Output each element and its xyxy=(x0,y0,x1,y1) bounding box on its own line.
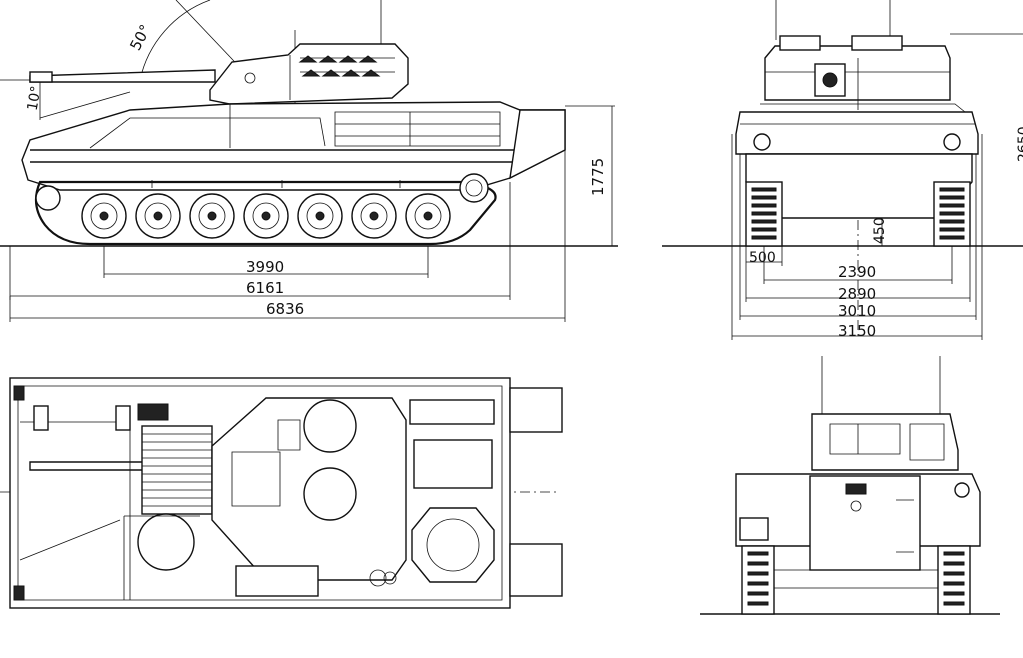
top-trim-box-2 xyxy=(509,543,563,597)
top-light-left-1 xyxy=(33,405,49,431)
top-hatch-gunner xyxy=(303,467,357,521)
rear-turret xyxy=(811,413,959,471)
top-vent-2 xyxy=(383,571,397,585)
top-driver-periscope xyxy=(123,515,200,600)
front-hull-upper xyxy=(740,103,975,125)
front-track-right xyxy=(933,181,971,247)
rear-lower-hull xyxy=(773,569,939,589)
front-track-width: 500 xyxy=(749,250,776,266)
top-rear-hatch xyxy=(411,507,495,583)
rear-turret-detail xyxy=(829,423,945,461)
dim-hull-length-line xyxy=(9,182,511,300)
top-vent-1 xyxy=(369,569,387,587)
top-view xyxy=(0,377,563,609)
top-stowage-3 xyxy=(235,565,319,597)
side-track xyxy=(34,180,497,246)
top-corner-light-2 xyxy=(13,585,25,601)
top-grille-slats xyxy=(142,433,212,507)
dim-track-contact: 3990 xyxy=(246,258,284,276)
front-partial-height: 2650 xyxy=(1016,126,1023,162)
side-height-label: 1775 xyxy=(589,158,607,196)
dim-overall-width-line xyxy=(731,134,983,340)
rear-antennas xyxy=(821,356,941,420)
side-height-dim xyxy=(565,105,615,246)
rear-door-handle xyxy=(850,500,862,512)
top-light-left-2 xyxy=(115,405,131,431)
front-gun-muzzle xyxy=(822,72,838,88)
top-stowage-1 xyxy=(409,399,495,425)
depression-label: 10° xyxy=(25,85,45,112)
rear-track-right xyxy=(937,545,971,615)
side-trim-vane xyxy=(509,109,566,180)
side-gun-barrel xyxy=(29,69,216,83)
dim-track-contact-line xyxy=(103,246,429,278)
top-grille-small xyxy=(137,403,169,421)
rear-track-left xyxy=(739,517,775,615)
dim-hull-width-line xyxy=(739,154,977,320)
front-hull xyxy=(735,111,979,155)
top-rear-hatch-inner xyxy=(426,518,480,572)
rear-door-window xyxy=(845,483,867,495)
rear-door-hinges xyxy=(896,499,914,553)
top-hatch-commander xyxy=(303,399,357,453)
top-engine-grille xyxy=(141,425,213,515)
dim-overall-length-line xyxy=(9,150,566,322)
front-antennas xyxy=(775,0,891,40)
side-turret-pivot xyxy=(244,72,256,84)
rear-light-right xyxy=(954,482,970,498)
depression-ray xyxy=(0,79,131,119)
side-turret-smoke-launchers xyxy=(298,55,381,77)
dim-track-centers: 2390 xyxy=(838,263,876,281)
front-clearance-label: 450 xyxy=(872,217,888,244)
front-turret-hatch-right xyxy=(851,35,903,51)
side-view: 50° 10° xyxy=(0,0,618,322)
elevation-label: 50° xyxy=(126,22,154,54)
elevation-arc xyxy=(139,0,211,81)
side-hull-panels xyxy=(89,104,501,149)
dim-track-outer-line xyxy=(745,246,971,302)
top-driver-hatch xyxy=(137,513,195,571)
side-road-wheels xyxy=(81,193,451,239)
dim-hull-length: 6161 xyxy=(246,279,284,297)
side-hull-decking xyxy=(30,149,515,163)
side-muzzle xyxy=(29,71,53,83)
front-headlight-left xyxy=(753,133,771,151)
front-turret-detail xyxy=(765,58,950,100)
top-turret-detail xyxy=(231,419,301,507)
side-idler-sprocket xyxy=(35,173,489,211)
front-view: 450 500 2390 2890 3010 3150 2650 xyxy=(662,0,1023,340)
top-corner-light-1 xyxy=(13,385,25,401)
front-turret xyxy=(764,45,951,101)
dim-overall-length: 6836 xyxy=(266,300,304,318)
front-turret-hatch-left xyxy=(779,35,821,51)
dim-hull-width: 3010 xyxy=(838,302,876,320)
top-stowage-2 xyxy=(413,439,493,489)
top-hull-inner xyxy=(17,385,503,601)
dim-track-centers-line xyxy=(763,246,953,284)
front-headlight-right xyxy=(943,133,961,151)
front-track-left xyxy=(745,181,783,247)
dim-track-outer: 2890 xyxy=(838,285,876,303)
rear-view xyxy=(700,356,1000,615)
dim-overall-width: 3150 xyxy=(838,322,876,340)
top-trim-box-1 xyxy=(509,387,563,433)
